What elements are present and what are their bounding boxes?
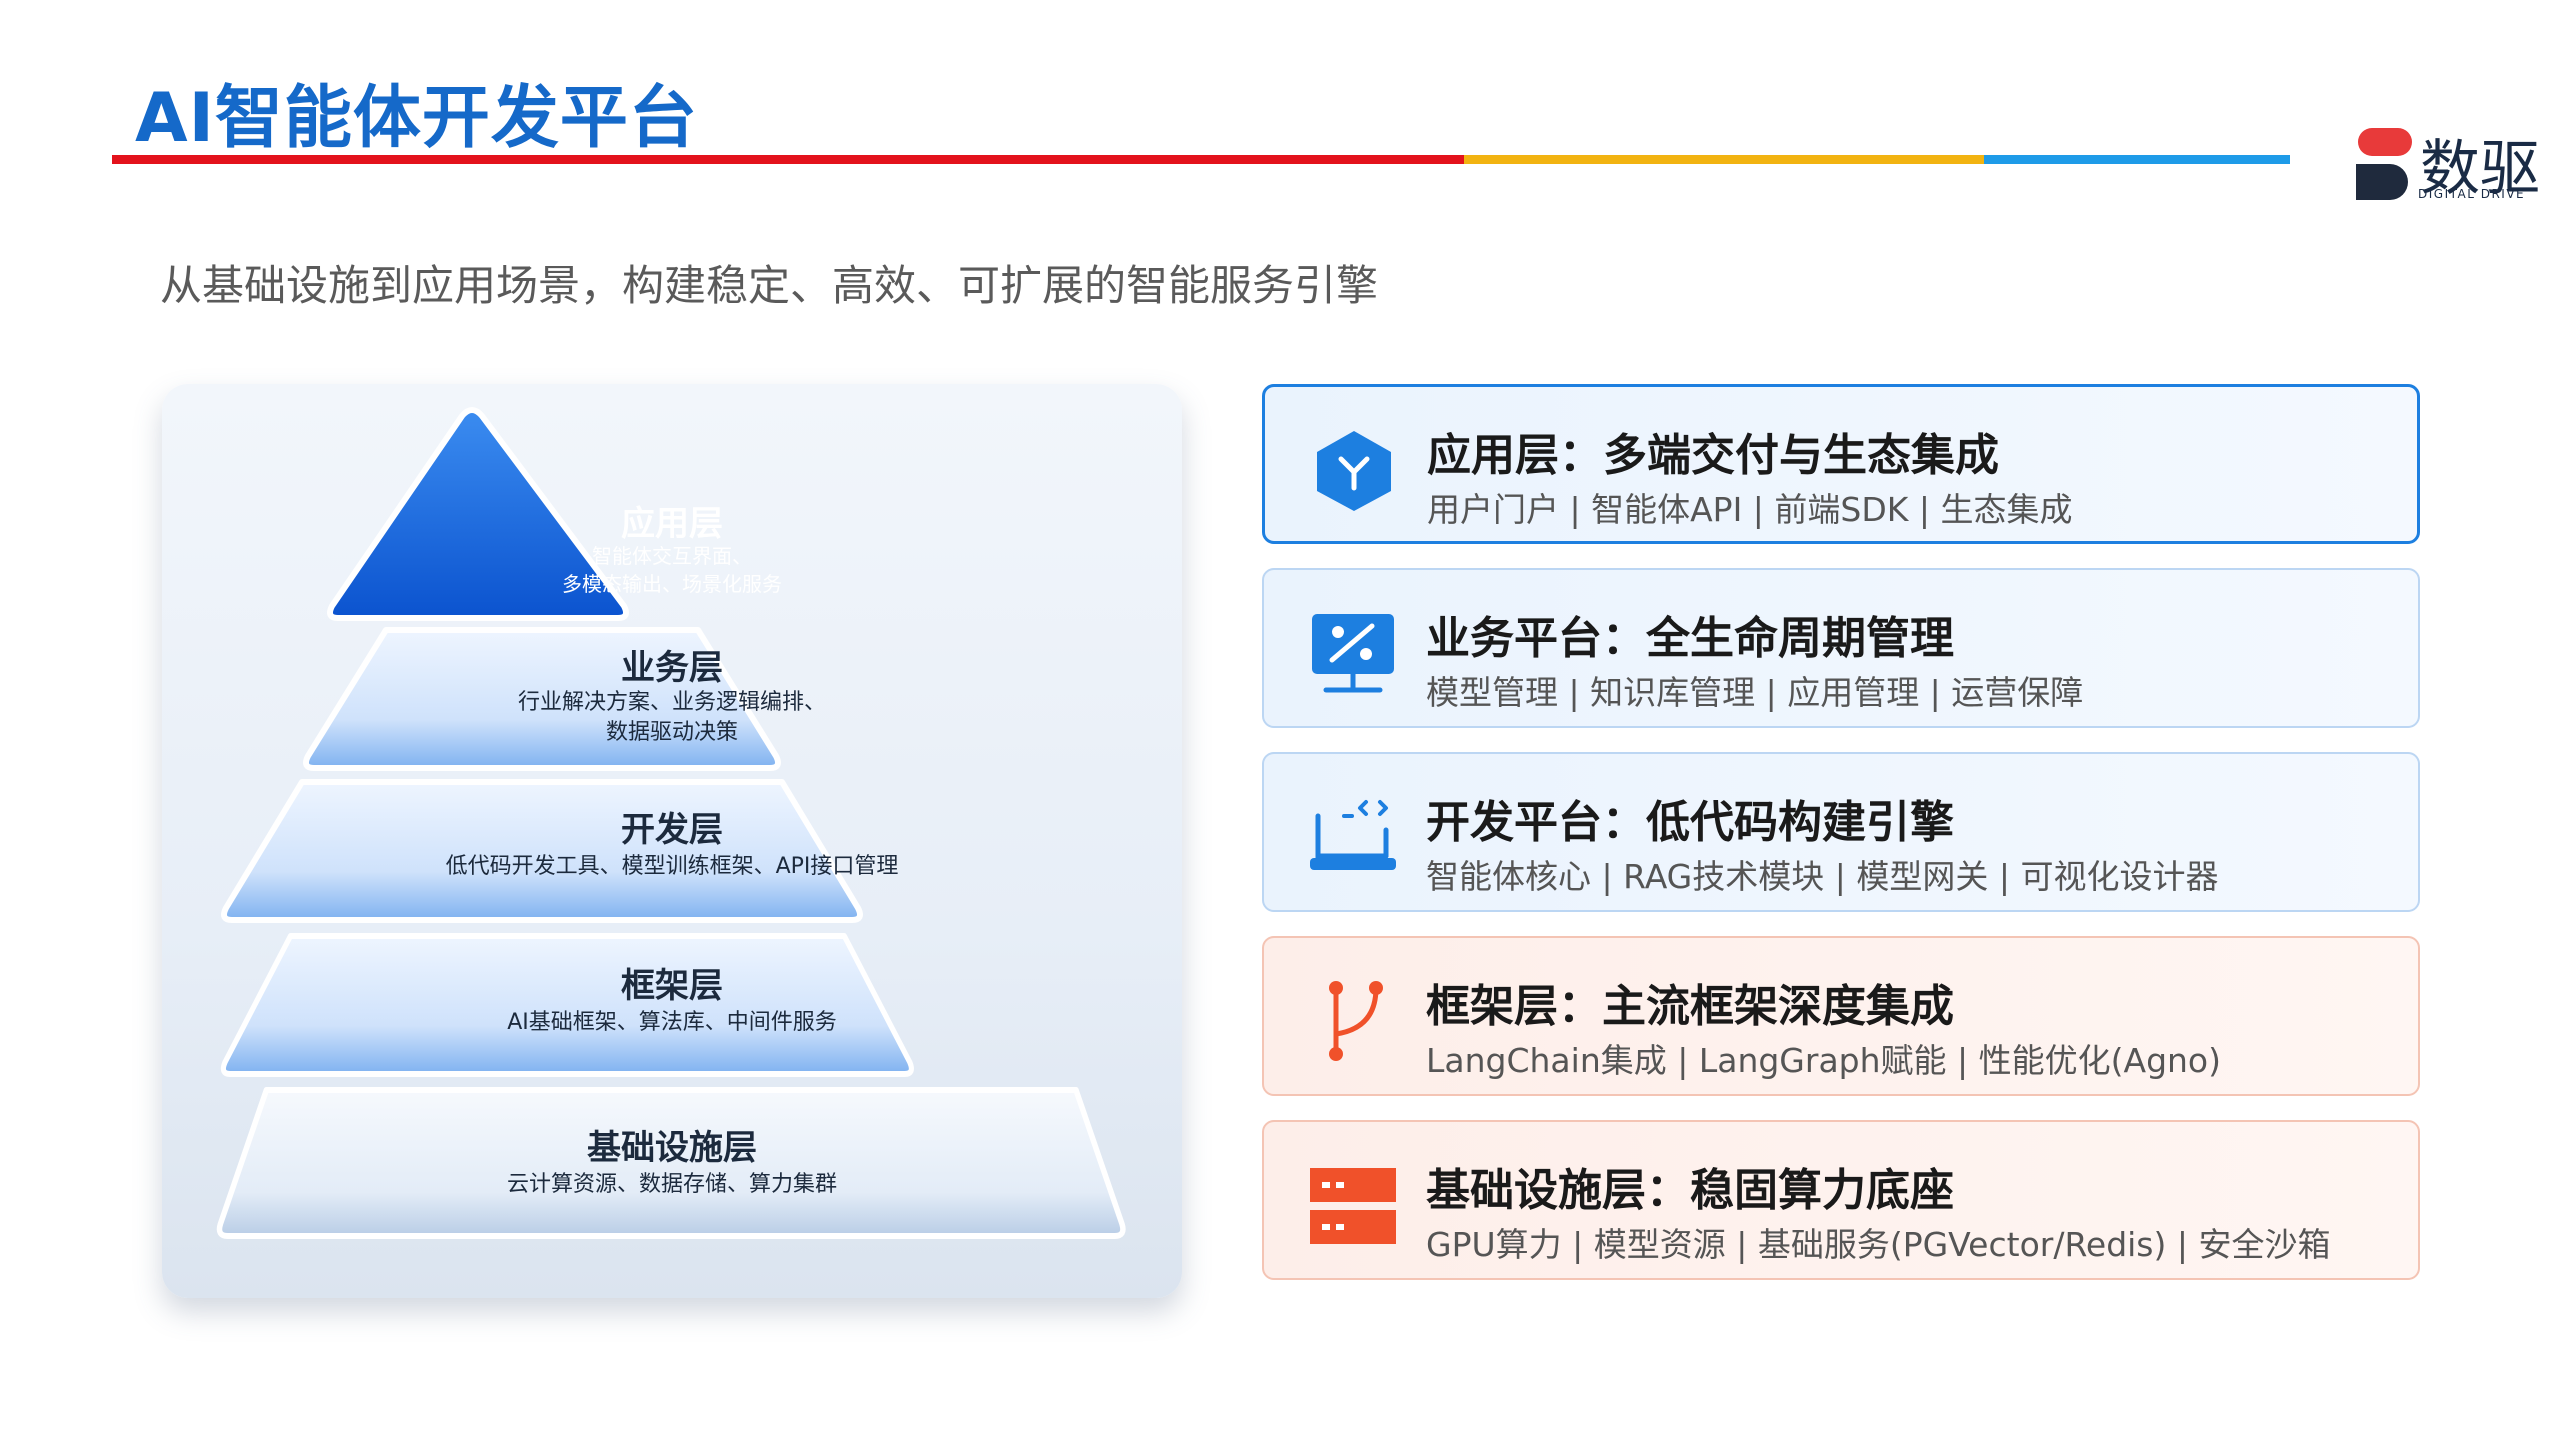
- pyramid-graphic: [216, 407, 1126, 1239]
- pyramid-layer-3-desc: 低代码开发工具、模型训练框架、API接口管理: [445, 854, 899, 879]
- logo-subtext: DIGITAL DRIVE: [2418, 187, 2526, 201]
- title-rule-red: [112, 155, 1464, 164]
- card-desc: 模型管理 | 知识库管理 | 应用管理 | 运营保障: [1426, 673, 2084, 712]
- git-branch-icon: [1329, 981, 1383, 1061]
- pyramid-layer-3: [221, 779, 863, 923]
- title-rule-blue: [1984, 155, 2290, 164]
- pyramid-layer-3-title: 开发层: [621, 810, 723, 850]
- percent-monitor-icon: [1312, 614, 1394, 693]
- page-title: AI智能体开发平台: [135, 79, 698, 158]
- card-application-layer: 应用层：多端交付与生态集成 用户门户 | 智能体API | 前端SDK | 生态…: [1262, 384, 2420, 544]
- card-title: 开发平台：低代码构建引擎: [1426, 797, 1954, 848]
- card-title: 业务平台：全生命周期管理: [1426, 613, 1954, 664]
- pyramid-layer-5-title: 基础设施层: [587, 1128, 757, 1168]
- card-desc: LangChain集成 | LangGraph赋能 | 性能优化(Agno): [1426, 1041, 2221, 1080]
- card-title: 基础设施层：稳固算力底座: [1426, 1165, 1954, 1216]
- logo-mark-icon: [2356, 128, 2412, 200]
- pyramid-layer-5-desc: 云计算资源、数据存储、算力集群: [506, 1172, 837, 1197]
- pyramid-layer-2-desc2: 数据驱动决策: [605, 720, 738, 745]
- server-icon: [1310, 1168, 1396, 1244]
- card-framework-layer: 框架层：主流框架深度集成 LangChain集成 | LangGraph赋能 |…: [1262, 936, 2420, 1096]
- pyramid-layer-1-title: 应用层: [621, 504, 723, 544]
- card-title: 应用层：多端交付与生态集成: [1427, 430, 1999, 481]
- card-business-platform: 业务平台：全生命周期管理 模型管理 | 知识库管理 | 应用管理 | 运营保障: [1262, 568, 2420, 728]
- pyramid-layer-1-desc1: 智能体交互界面、: [592, 544, 752, 568]
- pyramid-layer-2: [303, 627, 781, 771]
- pyramid-layer-1-desc2: 多模态输出、场景化服务: [562, 572, 782, 596]
- logo-text: 数驱: [2420, 134, 2540, 204]
- pyramid-layer-4-desc: AI基础框架、算法库、中间件服务: [507, 1010, 837, 1035]
- card-desc: 智能体核心 | RAG技术模块 | 模型网关 | 可视化设计器: [1426, 857, 2219, 896]
- card-desc: 用户门户 | 智能体API | 前端SDK | 生态集成: [1427, 490, 2073, 529]
- pyramid-layer-2-desc1: 行业解决方案、业务逻辑编排、: [517, 690, 826, 715]
- cube-icon: [1317, 431, 1391, 511]
- pyramid-layer-4: [220, 933, 914, 1077]
- card-infra-layer: 基础设施层：稳固算力底座 GPU算力 | 模型资源 | 基础服务(PGVecto…: [1262, 1120, 2420, 1280]
- pyramid-layer-1: [327, 407, 629, 621]
- page-subtitle: 从基础设施到应用场景，构建稳定、高效、可扩展的智能服务引擎: [160, 261, 1379, 310]
- card-desc: GPU算力 | 模型资源 | 基础服务(PGVector/Redis) | 安全…: [1426, 1225, 2331, 1264]
- card-dev-platform: 开发平台：低代码构建引擎 智能体核心 | RAG技术模块 | 模型网关 | 可视…: [1262, 752, 2420, 912]
- pyramid-layer-2-title: 业务层: [621, 648, 723, 688]
- code-laptop-icon: [1310, 800, 1396, 870]
- title-rule-yellow: [1464, 155, 1984, 164]
- pyramid-layer-5: [216, 1087, 1126, 1239]
- card-title: 框架层：主流框架深度集成: [1426, 981, 1954, 1032]
- pyramid-layer-4-title: 框架层: [621, 966, 723, 1006]
- pyramid-panel: 应用层 智能体交互界面、 多模态输出、场景化服务 业务层 行业解决方案、业务逻辑…: [162, 384, 1182, 1298]
